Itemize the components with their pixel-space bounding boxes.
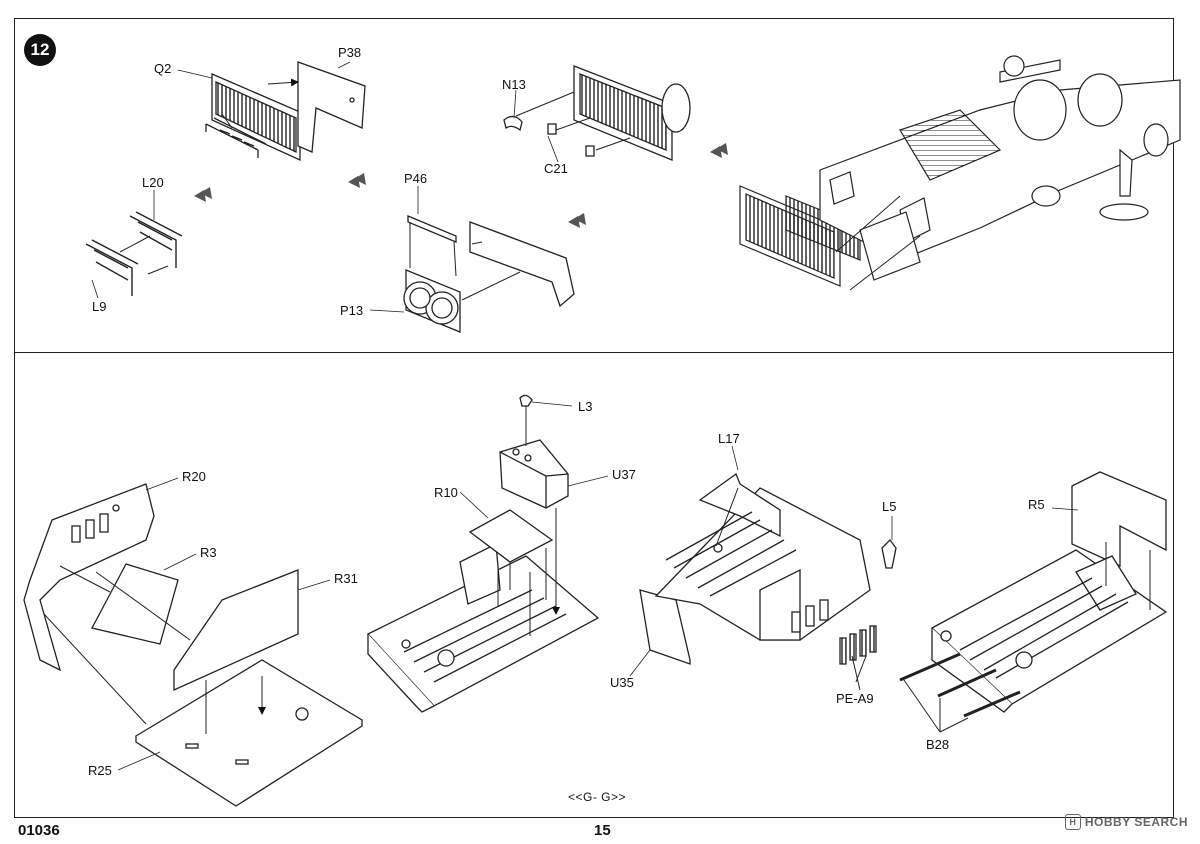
part-label-r20: R20 — [182, 469, 206, 484]
part-label-r25: R25 — [88, 763, 112, 778]
cab-interior-u35 — [639, 472, 897, 665]
part-label-c21: C21 — [544, 161, 568, 176]
floor-right — [899, 471, 1168, 718]
part-label-r3: R3 — [200, 545, 217, 560]
part-label-u35: U35 — [610, 675, 634, 690]
part-label-r5: R5 — [1028, 497, 1045, 512]
step-number-badge: 12 — [24, 34, 56, 66]
page-number: 15 — [594, 822, 611, 839]
chassis-engine-assembly — [739, 55, 1181, 287]
part-label-u37: U37 — [612, 467, 636, 482]
watermark: H HOBBY SEARCH — [1064, 814, 1188, 830]
part-label-l5: L5 — [882, 499, 897, 514]
part-label-p46: P46 — [404, 171, 428, 186]
panel-r3 — [91, 563, 179, 645]
hobby-search-logo-icon: H — [1064, 814, 1081, 830]
battery-u37 — [499, 394, 569, 509]
part-label-l17: L17 — [718, 431, 740, 446]
part-label-r31: R31 — [334, 571, 358, 586]
radiator-p46 — [403, 215, 575, 333]
floor-r25 — [134, 659, 364, 807]
leader-lines — [91, 61, 1079, 771]
part-label-l3: L3 — [578, 399, 593, 414]
kit-number: 01036 — [18, 822, 60, 839]
floor-center — [366, 542, 600, 713]
part-label-pe-a9: PE-A9 — [836, 691, 874, 706]
part-label-q2: Q2 — [154, 61, 172, 76]
radiator-grille-q2 — [211, 73, 301, 162]
ladder-l20 — [85, 211, 183, 296]
side-panel-r20 — [23, 483, 155, 672]
radiator-side-p38 — [297, 61, 366, 153]
panel-r31 — [173, 569, 299, 692]
part-label-p38: P38 — [338, 45, 362, 60]
part-label-r10: R10 — [434, 485, 458, 500]
part-label-b28: B28 — [926, 737, 950, 752]
view-label: <<G- G>> — [568, 790, 627, 804]
part-label-l20: L20 — [142, 175, 164, 190]
part-label-p13: P13 — [340, 303, 364, 318]
watermark-text: HOBBY SEARCH — [1084, 815, 1188, 829]
radiator-n13 — [503, 65, 691, 161]
part-label-l9: L9 — [92, 299, 107, 314]
part-label-n13: N13 — [502, 77, 526, 92]
tray-r10 — [468, 509, 554, 563]
ladder-l20-small — [205, 117, 267, 158]
direction-arrow — [194, 143, 728, 228]
